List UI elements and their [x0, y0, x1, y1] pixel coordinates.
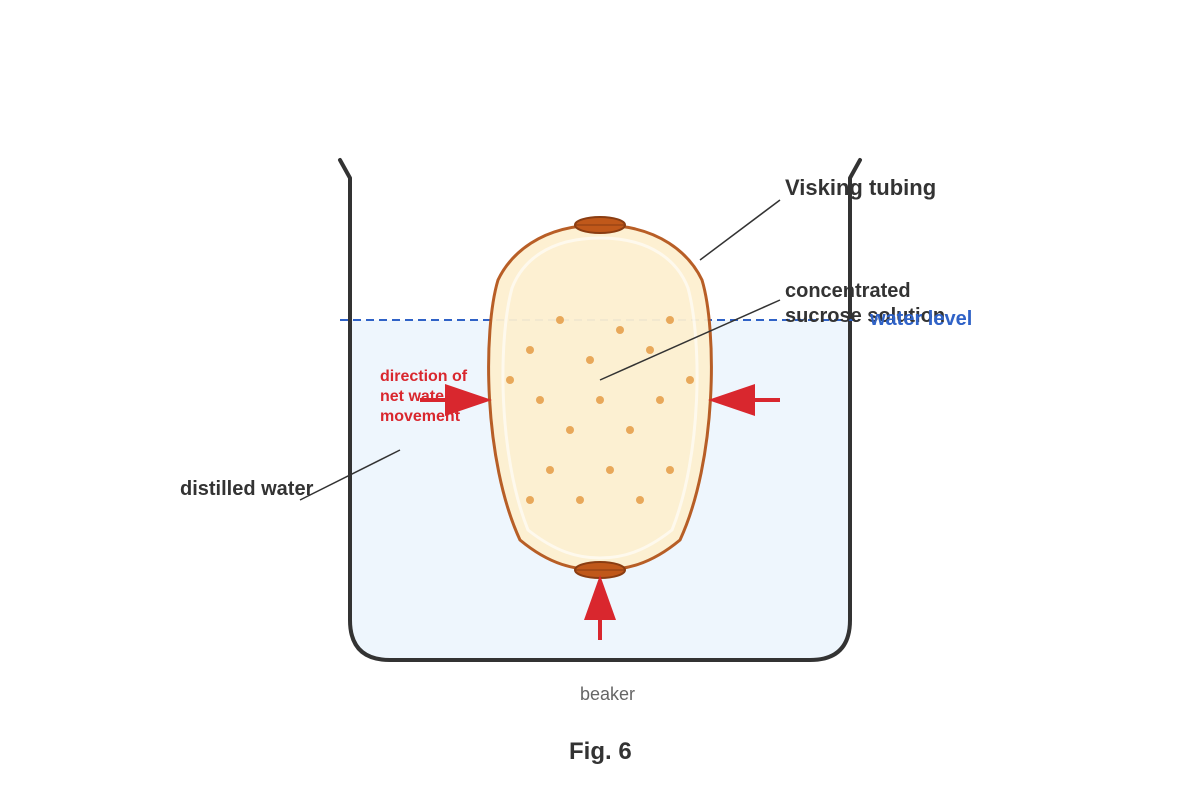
- sucrose-label-line2: sucrose solution: [785, 305, 946, 327]
- visking-tubing-label: Visking tubing: [785, 175, 937, 200]
- sucrose-particle: [646, 346, 654, 354]
- beaker-label: beaker: [580, 684, 636, 704]
- sucrose-particle: [546, 466, 554, 474]
- sucrose-particle: [506, 376, 514, 384]
- sucrose-particle: [556, 316, 564, 324]
- beaker-outline: [338, 158, 862, 662]
- arrow-up-icon: [584, 575, 616, 640]
- arrow-right-icon: [420, 384, 492, 416]
- direction-label: direction of net water movement: [380, 367, 467, 427]
- sucrose-particle: [616, 326, 624, 334]
- sucrose-particle: [626, 426, 634, 434]
- sucrose-particle: [586, 356, 594, 364]
- arrow-left-icon: [708, 384, 780, 416]
- water-level-label: water level: [870, 308, 973, 330]
- sucrose-particle: [666, 316, 674, 324]
- tubing-highlight: [501, 236, 699, 560]
- direction-label-line3: movement: [380, 408, 461, 425]
- sucrose-particle: [656, 396, 664, 404]
- sucrose-particle: [596, 396, 604, 404]
- direction-label-line1: direction of: [380, 368, 468, 385]
- sucrose-particle: [566, 426, 574, 434]
- sucrose-particle: [636, 496, 644, 504]
- visking-leader-line: [699, 199, 781, 261]
- sucrose-particle: [526, 346, 534, 354]
- sucrose-solution-label: concentrated sucrose solution: [785, 279, 945, 329]
- sucrose-particles: [506, 316, 694, 504]
- sucrose-particle: [536, 396, 544, 404]
- figure-caption: Fig. 6: [569, 738, 632, 765]
- sucrose-leader-line: [599, 299, 781, 381]
- tubing-clip-top: [574, 216, 626, 234]
- sucrose-label-line1: concentrated: [785, 280, 911, 302]
- direction-label-line2: net water: [380, 388, 451, 405]
- sucrose-particle: [606, 466, 614, 474]
- sucrose-particle: [576, 496, 584, 504]
- sucrose-particle: [666, 466, 674, 474]
- sucrose-particle: [526, 496, 534, 504]
- distilled-leader-line: [299, 449, 401, 501]
- distilled-water-label: distilled water: [180, 478, 314, 500]
- tubing-clip-bottom: [574, 561, 626, 579]
- sucrose-particle: [686, 376, 694, 384]
